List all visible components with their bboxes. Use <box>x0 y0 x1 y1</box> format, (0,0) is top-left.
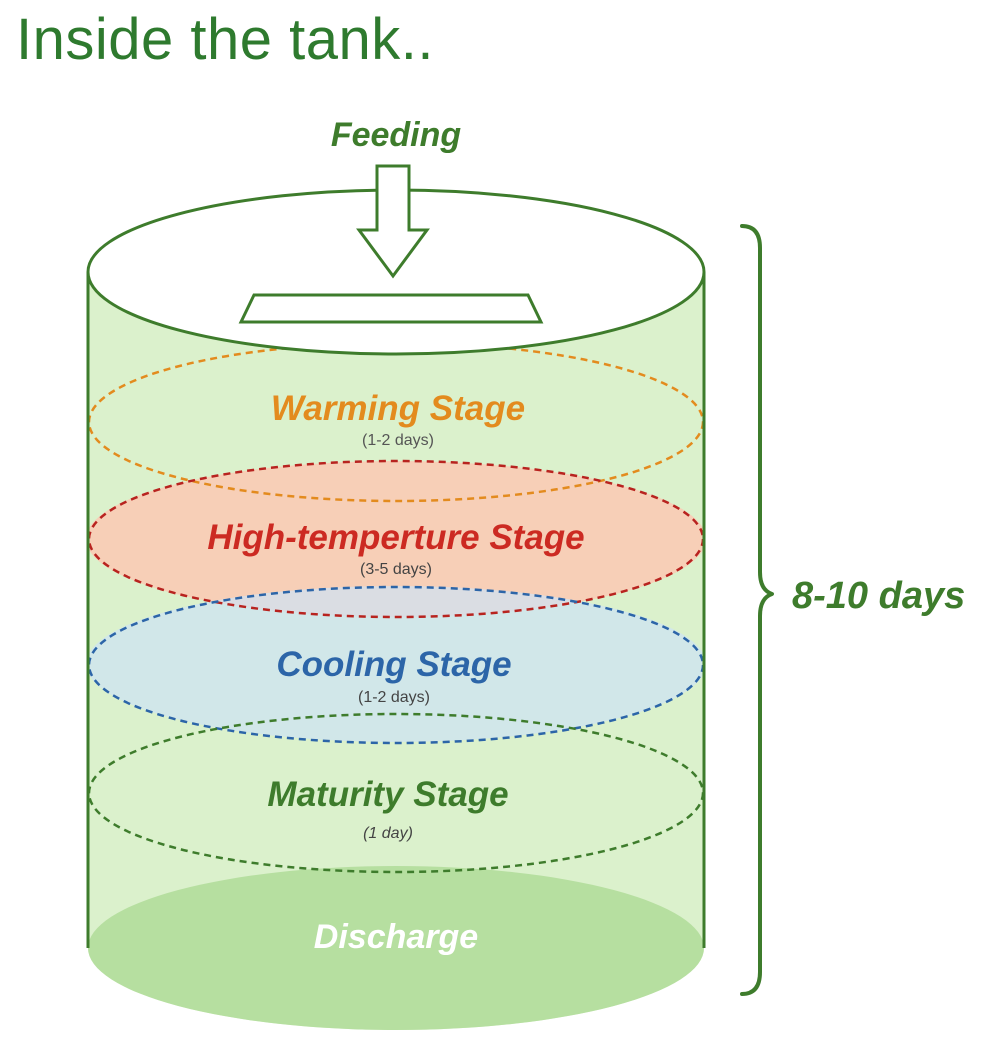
discharge-base <box>88 866 704 1030</box>
high-temperature-band-fill <box>88 461 704 617</box>
feeding-arrow-icon <box>356 164 430 279</box>
cooling-stage-duration: (1-2 days) <box>358 689 430 706</box>
high-temperature-stage-label: High-temperture Stage <box>207 518 584 557</box>
stage-tints <box>88 461 704 742</box>
warming-stage-duration: (1-2 days) <box>362 432 434 449</box>
page-title: Inside the tank.. <box>16 7 434 72</box>
high-temperature-stage-duration: (3-5 days) <box>360 561 432 578</box>
feeding-label: Feeding <box>331 116 462 154</box>
duration-brace-icon <box>740 224 774 996</box>
total-duration-label: 8-10 days <box>792 575 965 617</box>
cooling-band-fill <box>88 586 704 742</box>
feed-slot <box>238 293 544 324</box>
discharge-label: Discharge <box>314 918 478 956</box>
maturity-stage-duration: (1 day) <box>363 825 413 842</box>
maturity-stage-label: Maturity Stage <box>267 775 508 814</box>
cooling-stage-label: Cooling Stage <box>276 645 511 684</box>
warming-stage-label: Warming Stage <box>271 389 525 428</box>
